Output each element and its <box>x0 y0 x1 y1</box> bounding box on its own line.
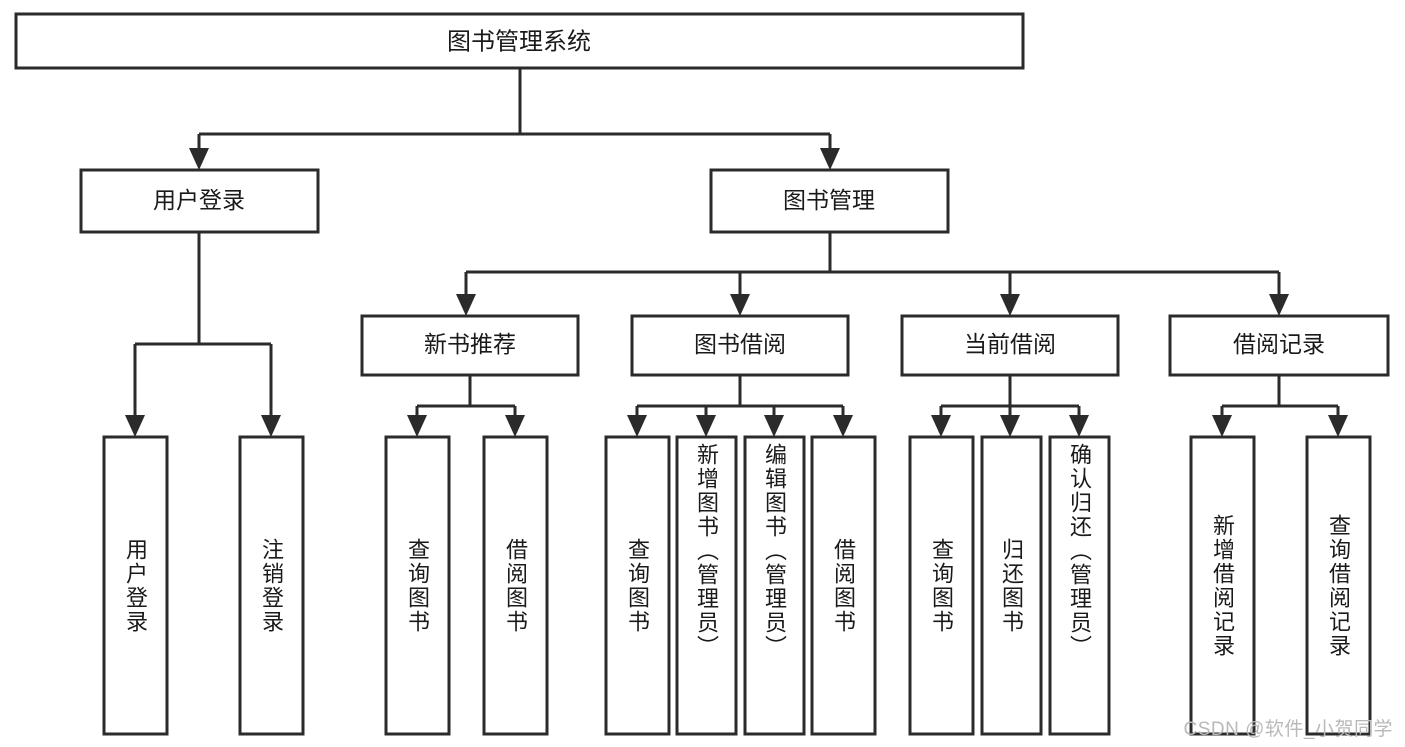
connector-bookborrow-to-leaves <box>627 375 853 437</box>
arrow-head-icon <box>125 415 145 437</box>
leaf-box-confirm-return[interactable] <box>1048 435 1111 736</box>
node-book-borrow[interactable]: 图书借阅 <box>630 314 850 377</box>
leaf-box-borrow-book-1[interactable] <box>482 435 549 736</box>
arrow-head-icon <box>1000 415 1020 437</box>
node-book-management[interactable]: 图书管理 <box>709 168 950 234</box>
arrow-head-icon <box>1328 415 1348 437</box>
node-root[interactable]: 图书管理系统 <box>14 12 1025 70</box>
leaf-box-query-book-3[interactable] <box>908 435 975 736</box>
node-borrow-record[interactable]: 借阅记录 <box>1168 314 1390 377</box>
leaf-box-query-book-2[interactable] <box>604 435 671 736</box>
node-book-management-box[interactable] <box>709 168 950 234</box>
arrow-head-icon <box>833 415 853 437</box>
node-user-login-box[interactable] <box>79 168 320 234</box>
leaf-box-query-book-1[interactable] <box>384 435 451 736</box>
watermark-text: CSDN @软件_小贺同学 <box>1183 719 1393 740</box>
node-current-borrow-label: 当前借阅 <box>964 331 1056 357</box>
leaf-box-edit-book[interactable] <box>743 435 806 736</box>
arrow-head-icon <box>696 415 716 437</box>
node-current-borrow[interactable]: 当前借阅 <box>900 314 1120 377</box>
arrow-head-icon <box>189 148 209 170</box>
arrow-head-icon <box>820 148 840 170</box>
node-new-book-recommend[interactable]: 新书推荐 <box>360 314 580 377</box>
node-new-book-recommend-label: 新书推荐 <box>424 331 516 357</box>
leaf-box-add-record[interactable] <box>1189 435 1256 736</box>
connector-bookmgmt-to-level2 <box>456 232 1289 316</box>
connector-userlogin-to-leaves <box>125 232 281 437</box>
node-borrow-record-label: 借阅记录 <box>1233 331 1325 357</box>
arrow-head-icon <box>505 415 525 437</box>
arrow-head-icon <box>764 415 784 437</box>
node-user-login[interactable]: 用户登录 <box>79 168 320 234</box>
arrow-head-icon <box>261 415 281 437</box>
arrow-head-icon <box>1069 415 1089 437</box>
connector-root-to-level1 <box>189 68 840 170</box>
connector-borrowrecord-to-leaves <box>1212 375 1348 437</box>
arrow-head-icon <box>730 294 750 316</box>
leaf-box-return-book[interactable] <box>980 435 1043 736</box>
leaf-box-query-record[interactable] <box>1305 435 1372 736</box>
arrow-head-icon <box>1269 294 1289 316</box>
node-borrow-record-box[interactable] <box>1168 314 1390 377</box>
node-root-label: 图书管理系统 <box>447 28 591 55</box>
node-book-management-label: 图书管理 <box>783 187 875 213</box>
arrow-head-icon <box>1212 415 1232 437</box>
node-user-login-label: 用户登录 <box>153 187 245 213</box>
arrow-head-icon <box>627 415 647 437</box>
arrow-head-icon <box>407 415 427 437</box>
leaf-box-logout[interactable] <box>238 435 305 736</box>
node-new-book-recommend-box[interactable] <box>360 314 580 377</box>
node-book-borrow-label: 图书借阅 <box>694 331 786 357</box>
node-book-borrow-box[interactable] <box>630 314 850 377</box>
leaf-box-add-book[interactable] <box>675 435 738 736</box>
connector-currentborrow-to-leaves <box>931 375 1089 437</box>
arrow-head-icon <box>931 415 951 437</box>
node-root-box[interactable] <box>14 12 1025 70</box>
arrow-head-icon <box>1000 294 1020 316</box>
leaf-box-user-login[interactable] <box>102 435 169 736</box>
leaf-box-borrow-book-2[interactable] <box>810 435 877 736</box>
arrow-head-icon <box>456 294 476 316</box>
connector-newbook-to-leaves <box>407 375 525 437</box>
node-current-borrow-box[interactable] <box>900 314 1120 377</box>
